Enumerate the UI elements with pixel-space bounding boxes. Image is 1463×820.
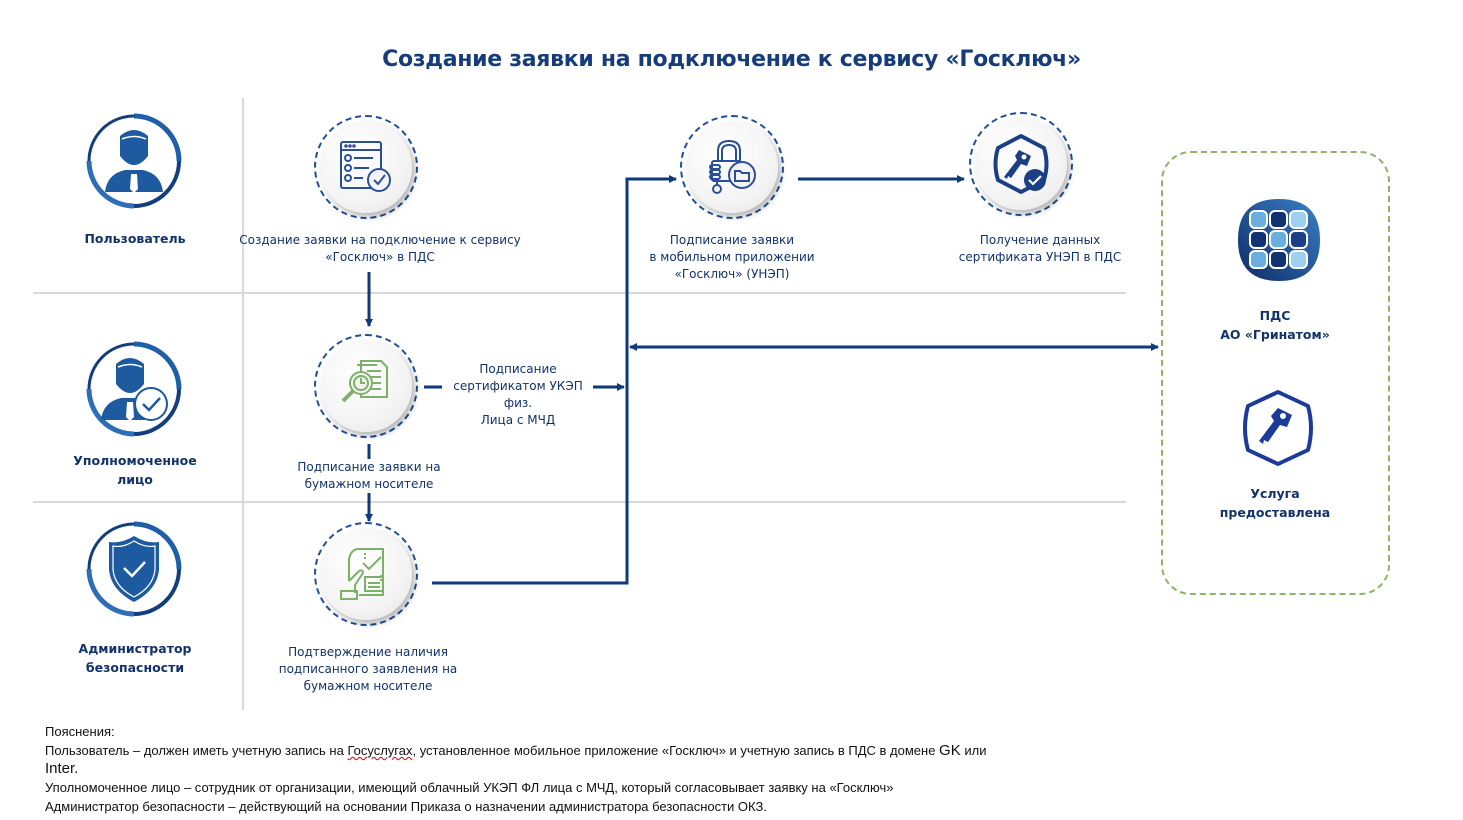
step-confirm-paper-label: Подтверждение наличия подписанного заявл… xyxy=(250,644,486,695)
step-label-text: бумажном носителе xyxy=(304,477,434,491)
connector-label-text: сертификатом УКЭП физ. xyxy=(453,379,583,410)
note-admin: Администратор безопасности – действующий… xyxy=(45,799,767,814)
role-security-admin-label: Администратор безопасности xyxy=(55,639,215,677)
note-spellcheck-word: Госуслугах xyxy=(347,743,413,758)
note-user-continued: Inter. xyxy=(45,760,79,777)
note-user: Пользователь – должен иметь учетную запи… xyxy=(45,741,1105,760)
step-get-certificate[interactable] xyxy=(969,112,1073,216)
step-create-request[interactable] xyxy=(314,115,418,219)
service-label-text: Услуга xyxy=(1250,486,1300,501)
pds-label: ПДС АО «Гринатом» xyxy=(1180,306,1370,344)
step-label-text: Подписание заявки xyxy=(669,233,795,247)
role-authorized xyxy=(85,340,183,438)
lock-folder-icon xyxy=(709,139,756,194)
connector-label-text: Подписание xyxy=(479,362,557,376)
step-confirm-paper[interactable] xyxy=(314,522,418,626)
checklist-form-icon xyxy=(340,141,391,192)
step-label-text: Создание заявки на подключение к сервису xyxy=(239,233,521,247)
step-sign-paper[interactable] xyxy=(314,334,418,438)
connector-sign-certificate-label: Подписание сертификатом УКЭП физ. Лица с… xyxy=(438,361,598,429)
page-title: Создание заявки на подключение к сервису… xyxy=(382,47,1081,72)
hand-document-check-icon xyxy=(340,548,384,600)
service-label-text: предоставлена xyxy=(1219,505,1331,520)
service-provided xyxy=(1240,388,1316,468)
shield-check-icon xyxy=(86,521,182,617)
arrow-confirm-to-mobile xyxy=(432,175,677,585)
note-authorized: Уполномоченное лицо – сотрудник от орган… xyxy=(45,780,894,795)
authorized-user-check-icon xyxy=(86,341,182,437)
step-label-text: Получение данных xyxy=(979,233,1101,247)
role-label-text: Пользователь xyxy=(84,231,186,246)
role-label-text: Уполномоченное xyxy=(73,453,197,468)
document-magnifier-icon xyxy=(341,360,388,403)
app-grid-icon xyxy=(1238,199,1320,281)
role-authorized-label: Уполномоченное лицо xyxy=(55,451,215,489)
role-label-text: лицо xyxy=(117,472,153,487)
role-user-label: Пользователь xyxy=(60,229,210,248)
step-label-text: «Госключ» (УНЭП) xyxy=(674,267,790,281)
key-hexagon-icon xyxy=(1243,390,1313,466)
user-icon xyxy=(86,113,182,209)
step-sign-paper-label: Подписание заявки на бумажном носителе xyxy=(278,459,460,493)
column-divider xyxy=(242,98,244,710)
pds-label-text: АО «Гринатом» xyxy=(1220,327,1330,342)
step-create-request-label: Создание заявки на подключение к сервису… xyxy=(220,232,540,266)
note-text: , установленное мобильное приложение «Го… xyxy=(412,743,940,758)
step-label-text: подписанного заявления на xyxy=(278,662,458,676)
pds-label-text: ПДС xyxy=(1259,308,1291,323)
role-label-text: безопасности xyxy=(85,660,185,675)
row-divider xyxy=(33,292,1126,294)
pds-system-box xyxy=(1161,151,1390,595)
row-divider xyxy=(33,501,1126,503)
role-label-text: Администратор xyxy=(78,641,192,656)
service-label: Услуга предоставлена xyxy=(1180,484,1370,522)
step-label-text: в мобильном приложении xyxy=(649,250,815,264)
step-sign-mobile-label: Подписание заявки в мобильном приложении… xyxy=(620,232,844,283)
note-text: Пользователь – должен иметь учетную запи… xyxy=(45,743,348,758)
step-label-text: «Госключ» в ПДС xyxy=(325,250,435,264)
role-security-admin xyxy=(85,520,183,618)
key-check-icon xyxy=(993,134,1049,194)
step-label-text: сертификата УНЭП в ПДС xyxy=(958,250,1122,264)
step-label-text: Подтверждение наличия xyxy=(288,645,448,659)
notes: Пояснения: Пользователь – должен иметь у… xyxy=(45,722,1105,816)
pds-app[interactable] xyxy=(1236,197,1322,283)
step-label-text: бумажном носителе xyxy=(303,679,433,693)
step-sign-mobile[interactable] xyxy=(680,115,784,219)
step-get-certificate-label: Получение данных сертификата УНЭП в ПДС xyxy=(920,232,1160,266)
connector-label-text: Лица с МЧД xyxy=(480,413,556,427)
note-text: или xyxy=(960,743,987,758)
role-user xyxy=(85,112,183,210)
step-label-text: Подписание заявки на xyxy=(297,460,441,474)
note-text: GK xyxy=(939,742,961,759)
notes-heading: Пояснения: xyxy=(45,724,115,739)
